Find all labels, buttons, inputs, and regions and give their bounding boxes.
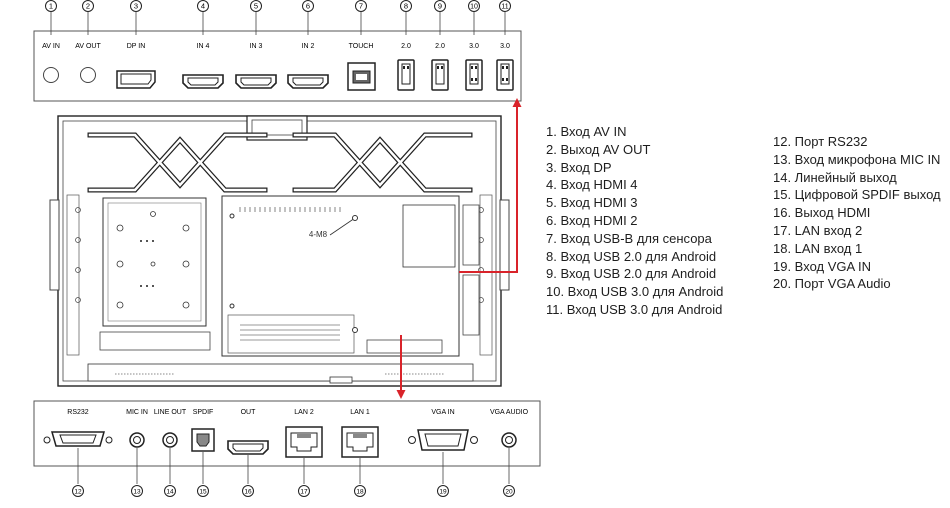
port-16: OUT 16 xyxy=(227,409,269,497)
svg-text:2: 2 xyxy=(86,2,90,11)
port-15: SPDIF 15 xyxy=(191,409,215,497)
port-label-lan1: LAN 1 xyxy=(350,409,370,416)
svg-text:17: 17 xyxy=(300,489,308,496)
port-label-touch: TOUCH xyxy=(349,43,374,50)
legend-item: 10. Вход USB 3.0 для Android xyxy=(546,284,724,300)
port-19: VGA IN 19 xyxy=(408,409,478,497)
svg-text:19: 19 xyxy=(439,489,447,496)
svg-text:4: 4 xyxy=(201,2,205,11)
port-label-line-out: LINE OUT xyxy=(154,409,187,416)
port-14: LINE OUT 14 xyxy=(154,409,187,497)
top-connector-panel: 1 AV IN 2 AV OUT 3 DP IN 4 IN 4 xyxy=(33,0,522,102)
port-label-hdmi-out: OUT xyxy=(241,409,257,416)
svg-text:20: 20 xyxy=(505,489,513,496)
port-label-usb20-a: 2.0 xyxy=(401,43,411,50)
port-label-in2: IN 2 xyxy=(302,43,315,50)
legend-item: 7. Вход USB-B для сенсора xyxy=(546,230,712,246)
legend-item: 16. Выход HDMI xyxy=(773,205,871,221)
port-2: 2 AV OUT xyxy=(75,0,101,83)
svg-text:5: 5 xyxy=(254,2,258,11)
port-4: 4 IN 4 xyxy=(182,0,224,89)
port-5: 5 IN 3 xyxy=(235,0,277,89)
legend-item: 6. Вход HDMI 2 xyxy=(546,212,638,228)
legend-item: 13. Вход микрофона MIC IN xyxy=(773,151,941,167)
port-label-vga-in: VGA IN xyxy=(431,409,454,416)
pointer-bottom-panel xyxy=(396,335,406,399)
legend-item: 19. Вход VGA IN xyxy=(773,258,872,274)
svg-text:8: 8 xyxy=(404,2,408,11)
svg-text:15: 15 xyxy=(199,489,207,496)
legend-item: 4. Вход HDMI 4 xyxy=(546,177,638,193)
svg-text:1: 1 xyxy=(49,2,53,11)
legend-item: 11. Вход USB 3.0 для Android xyxy=(546,301,723,317)
port-label-dp-in: DP IN xyxy=(127,43,146,50)
legend-item: 15. Цифровой SPDIF выход xyxy=(773,187,941,203)
port-3: 3 DP IN xyxy=(116,0,156,89)
svg-text:11: 11 xyxy=(501,4,508,11)
svg-text:16: 16 xyxy=(244,489,252,496)
port-11: 11 3.0 xyxy=(496,0,514,91)
svg-text:9: 9 xyxy=(438,2,442,11)
port-label-rs232: RS232 xyxy=(67,409,89,416)
port-label-in3: IN 3 xyxy=(250,43,263,50)
port-13: MIC IN 13 xyxy=(126,409,148,497)
device-rear-view: 4-M8 xyxy=(49,115,510,387)
port-label-mic-in: MIC IN xyxy=(126,409,148,416)
legend-item: 1. Вход AV IN xyxy=(546,124,627,139)
port-label-usb20-b: 2.0 xyxy=(435,43,445,50)
port-label-vga-audio: VGA AUDIO xyxy=(490,409,529,416)
legend-item: 2. Выход AV OUT xyxy=(546,141,651,157)
legend-left: 1. Вход AV IN 2. Выход AV OUT 3. Вход DP… xyxy=(546,123,723,319)
port-1: 1 AV IN xyxy=(42,0,60,83)
pointer-top-panel xyxy=(459,98,522,273)
legend-item: 14. Линейный выход xyxy=(773,169,897,185)
svg-text:10: 10 xyxy=(470,4,478,11)
legend-item: 3. Вход DP xyxy=(546,159,612,175)
port-label-av-out: AV OUT xyxy=(75,43,101,50)
legend-right: 12. Порт RS232 13. Вход микрофона MIC IN… xyxy=(773,133,941,293)
port-8: 8 2.0 xyxy=(397,0,415,91)
mount-label: 4-M8 xyxy=(309,230,328,239)
port-label-lan2: LAN 2 xyxy=(294,409,314,416)
port-6: 6 IN 2 xyxy=(287,0,329,89)
port-label-usb30-b: 3.0 xyxy=(500,43,510,50)
port-10: 10 3.0 xyxy=(465,0,483,91)
port-7: 7 TOUCH xyxy=(347,0,376,91)
legend-item: 20. Порт VGA Audio xyxy=(773,276,891,292)
svg-text:7: 7 xyxy=(359,2,363,11)
port-12: RS232 12 xyxy=(43,409,113,497)
legend-item: 9. Вход USB 2.0 для Android xyxy=(546,266,717,282)
bottom-connector-panel: RS232 12 MIC IN 13 LINE OUT 14 SPDIF xyxy=(33,400,541,497)
svg-text:12: 12 xyxy=(74,489,82,496)
port-label-spdif: SPDIF xyxy=(193,409,214,416)
svg-text:18: 18 xyxy=(356,489,364,496)
svg-text:3: 3 xyxy=(134,2,138,11)
port-17: LAN 2 17 xyxy=(285,409,323,497)
svg-text:6: 6 xyxy=(306,2,310,11)
legend-item: 5. Вход HDMI 3 xyxy=(546,195,638,211)
port-label-usb30-a: 3.0 xyxy=(469,43,479,50)
port-label-av-in: AV IN xyxy=(42,43,60,50)
port-20: VGA AUDIO 20 xyxy=(490,409,529,497)
port-label-in4: IN 4 xyxy=(197,43,210,50)
port-9: 9 2.0 xyxy=(431,0,449,91)
svg-text:14: 14 xyxy=(166,489,174,496)
port-18: LAN 1 18 xyxy=(341,409,379,497)
legend-item: 17. LAN вход 2 xyxy=(773,222,863,238)
legend-item: 12. Порт RS232 xyxy=(773,134,868,149)
legend-item: 18. LAN вход 1 xyxy=(773,240,863,256)
svg-text:13: 13 xyxy=(133,489,141,496)
legend-item: 8. Вход USB 2.0 для Android xyxy=(546,248,717,264)
